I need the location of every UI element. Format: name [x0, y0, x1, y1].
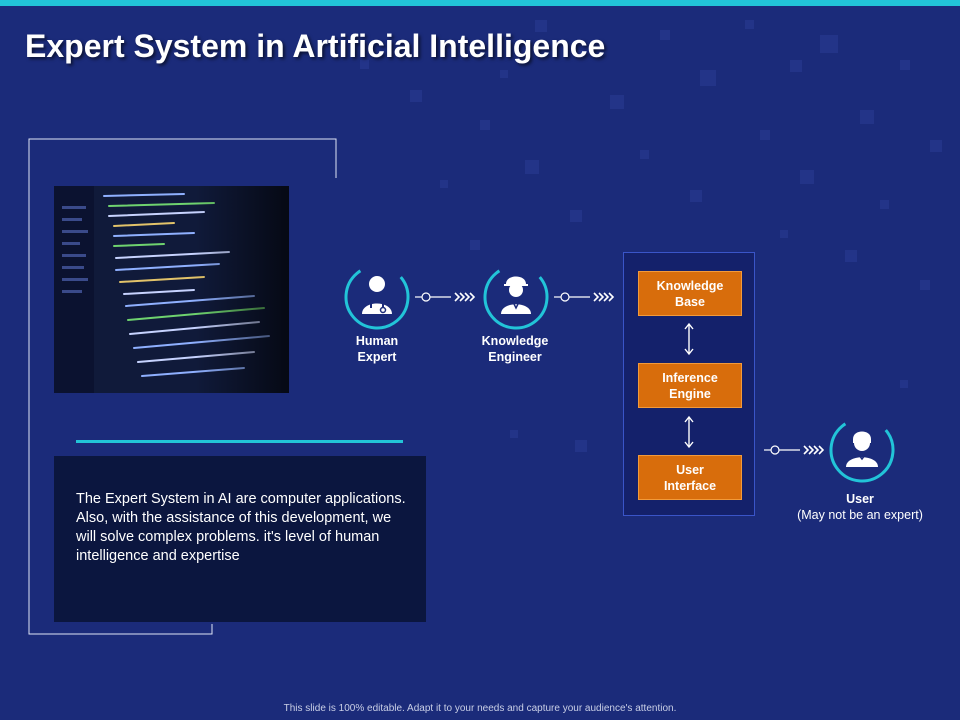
user-icon [829, 417, 895, 483]
doctor-icon [344, 264, 410, 330]
frame-outline [28, 138, 337, 635]
connector-arrow [415, 292, 476, 302]
connector-arrow [764, 445, 825, 455]
bidirectional-arrow [684, 415, 694, 449]
footer-note: This slide is 100% editable. Adapt it to… [283, 703, 677, 714]
accent-divider [76, 440, 403, 443]
engineer-icon [483, 264, 549, 330]
page-title: Expert System in Artificial Intelligence [25, 28, 606, 64]
bidirectional-arrow [684, 322, 694, 356]
code-screen-image [54, 186, 289, 393]
description-text: The Expert System in AI are computer app… [76, 491, 406, 564]
connector-arrow [554, 292, 615, 302]
description-box: The Expert System in AI are computer app… [54, 456, 426, 622]
user-label: User (May not be an expert) [797, 492, 923, 522]
top-accent-bar [0, 0, 960, 6]
